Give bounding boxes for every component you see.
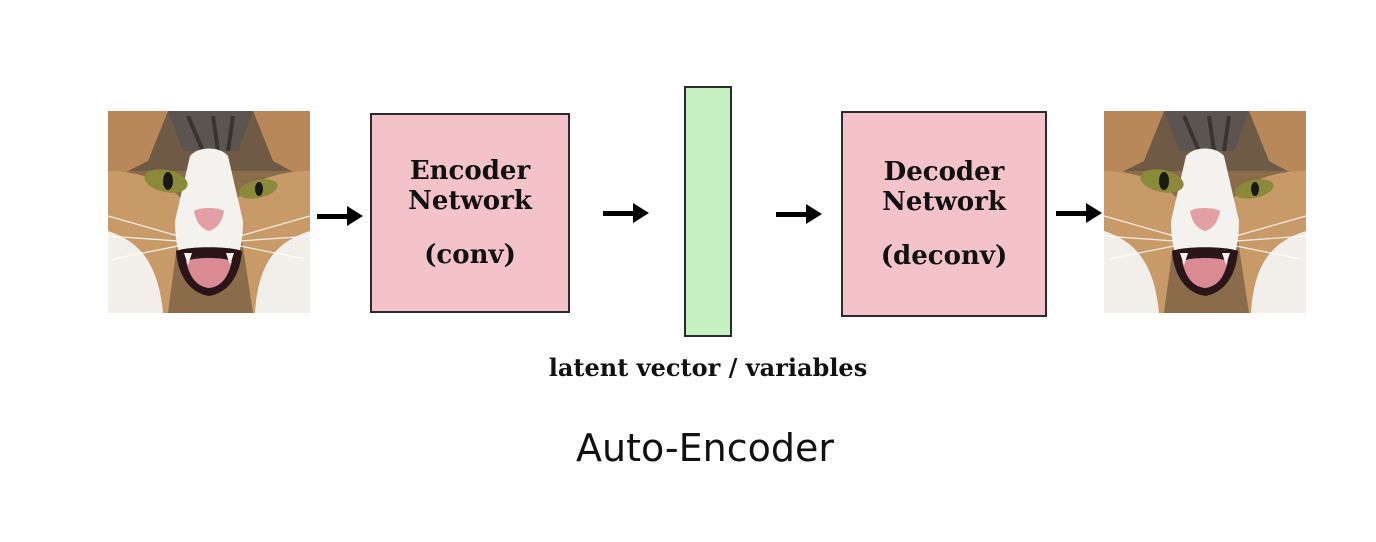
arrow-right-icon [317,205,363,227]
arrow-right-icon [1056,202,1102,224]
decoder-title-line1: Decoder [883,157,1005,187]
output-cat-image [1104,111,1306,313]
decoder-title-line2: Network [882,187,1006,217]
encoder-title-line1: Encoder [409,156,531,186]
encoder-title-line2: Network [408,186,532,216]
diagram-title: Auto-Encoder [575,426,834,470]
decoder-subtitle: (deconv) [880,241,1008,271]
cat-photo-icon [1104,111,1306,313]
arrow-right-icon [776,203,822,225]
encoder-subtitle: (conv) [424,240,516,270]
latent-vector-bar [684,86,732,337]
latent-vector-label: latent vector / variables [548,353,868,382]
input-cat-image [108,111,310,313]
encoder-network-box: Encoder Network (conv) [370,113,570,313]
decoder-network-box: Decoder Network (deconv) [841,111,1047,317]
cat-photo-icon [108,111,310,313]
arrow-right-icon [603,202,649,224]
